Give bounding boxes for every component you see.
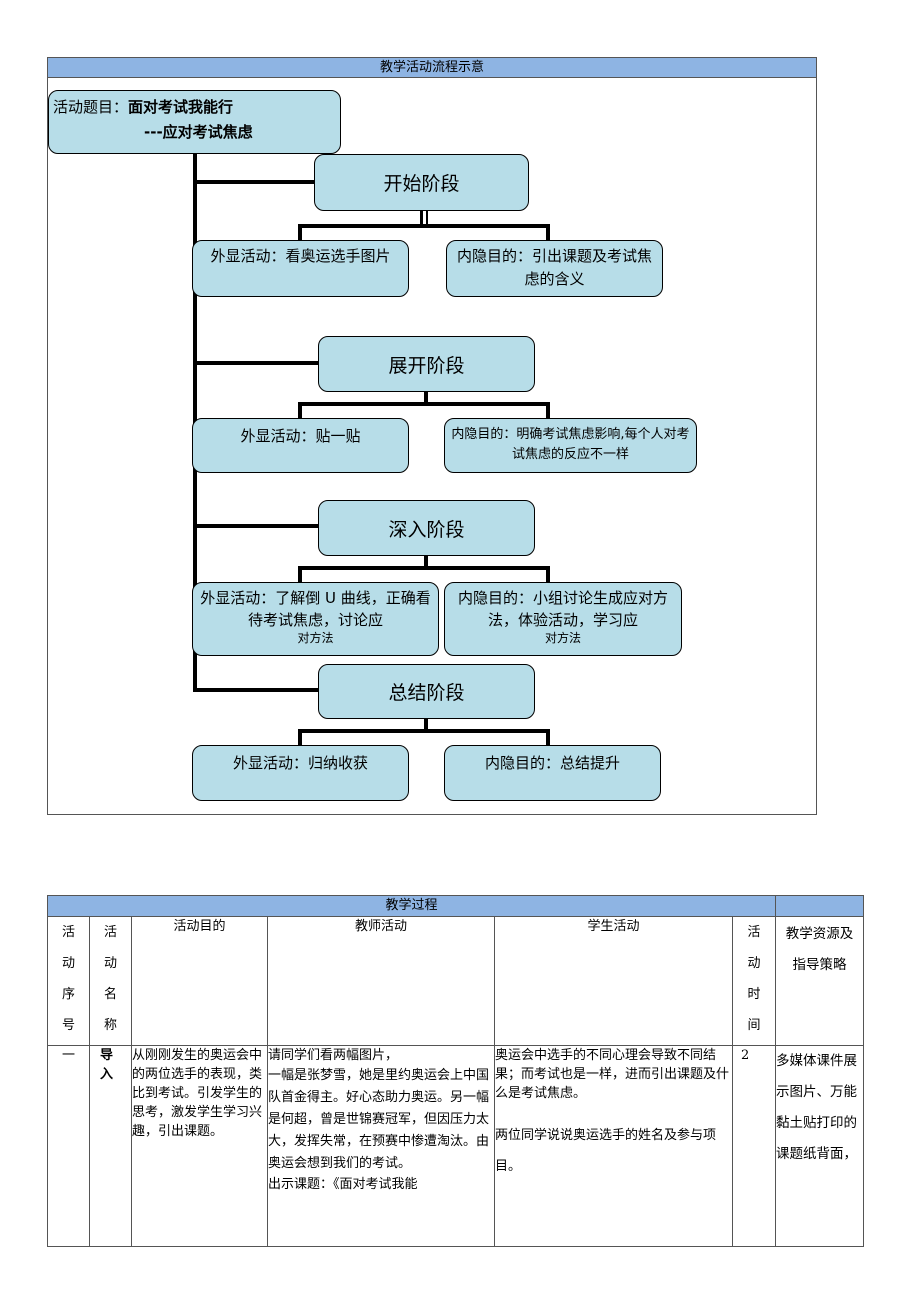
connector xyxy=(298,224,550,228)
col-resource: 教学资源及指导策略 xyxy=(775,916,865,1046)
stage-summary-activity: 外显活动：归纳收获 xyxy=(232,754,368,772)
col-teacher-label: 教师活动 xyxy=(354,919,407,934)
connector xyxy=(546,402,550,419)
teaching-process-table: 教学过程 活 动 序 号 活 动 名 称 活动目的 教师活动 学生活动 活 动 … xyxy=(46,895,865,1247)
col-seq-char: 活 xyxy=(61,925,75,940)
teacher-line-2: 一幅是张梦雪，她是里约奥运会上中国队首金得主。好心态助力奥运。另一幅是何超，曾是… xyxy=(268,1068,490,1171)
row-goal: 从刚刚发生的奥运会中的两位选手的表现，类比到考试。引发学生的思考，激发学生学习兴… xyxy=(131,1045,268,1247)
col-name: 活 动 名 称 xyxy=(89,916,132,1046)
connector xyxy=(298,224,302,241)
teacher-line-3: 出示课题：《面对考试我能 xyxy=(268,1177,418,1192)
teacher-line-1: 请同学们看两幅图片， xyxy=(268,1048,399,1063)
col-seq: 活 动 序 号 xyxy=(47,916,90,1046)
col-seq-char: 号 xyxy=(61,1018,75,1033)
flow-chart-frame: 教学活动流程示意 xyxy=(47,57,817,815)
row-name: 导入 xyxy=(89,1045,132,1247)
row-student: 奥运会中选手的不同心理会导致不同结果；而考试也是一样，进而引出课题及什么是考试焦… xyxy=(494,1045,733,1247)
stage-start-activity-box: 外显活动：看奥运选手图片 xyxy=(192,240,409,297)
stage-deepen-label: 深入阶段 xyxy=(388,518,465,541)
col-time: 活 动 时 间 xyxy=(731,916,777,1046)
student-line-2: 两位同学说说奥运选手的姓名及参与项目。 xyxy=(495,1128,717,1174)
col-seq-char: 序 xyxy=(61,987,75,1002)
row-time: 2 xyxy=(731,1045,777,1247)
title-label: 活动题目： xyxy=(53,98,129,116)
stage-expand-purpose-box: 内隐目的：明确考试焦虑影响,每个人对考试焦虑的反应不一样 xyxy=(444,418,697,473)
connector xyxy=(546,566,550,583)
col-student: 学生活动 xyxy=(494,916,733,1046)
table-row: 一 导入 从刚刚发生的奥运会中的两位选手的表现，类比到考试。引发学生的思考，激发… xyxy=(47,1045,865,1247)
stage-deepen-purpose-box: 内隐目的：小组讨论生成应对方法，体验活动，学习应 对方法 xyxy=(444,582,682,656)
connector xyxy=(298,402,550,406)
col-teacher: 教师活动 xyxy=(267,916,495,1046)
stage-summary-label: 总结阶段 xyxy=(388,682,465,704)
col-name-char: 名 xyxy=(103,987,117,1002)
title-main: 面对考试我能行 xyxy=(128,98,234,116)
row-teacher: 请同学们看两幅图片， 一幅是张梦雪，她是里约奥运会上中国队首金得主。好心态助力奥… xyxy=(267,1045,495,1247)
connector xyxy=(298,566,550,570)
stage-deepen-activity: 外显活动：了解倒 U 曲线，正确看待考试焦虑，讨论应 xyxy=(200,589,431,629)
connector xyxy=(298,729,302,746)
stage-summary-purpose-box: 内隐目的：总结提升 xyxy=(444,745,661,801)
connector xyxy=(298,402,302,419)
stage-summary-box: 总结阶段 xyxy=(318,664,535,719)
row-resource: 多媒体课件展示图片、万能黏土贴打印的课题纸背面， xyxy=(775,1045,865,1247)
table-header-blank xyxy=(775,895,865,917)
col-goal-label: 活动目的 xyxy=(173,919,226,934)
stage-start-box: 开始阶段 xyxy=(314,154,529,211)
activity-title-box: 活动题目：面对考试我能行 ---应对考试焦虑 xyxy=(48,90,341,154)
stage-deepen-purpose: 内隐目的：小组讨论生成应对方法，体验活动，学习应 xyxy=(457,589,668,629)
connector xyxy=(193,688,319,692)
stage-deepen-purpose-tail: 对方法 xyxy=(544,631,581,645)
stage-expand-box: 展开阶段 xyxy=(318,336,535,392)
connector xyxy=(420,210,423,226)
stage-expand-purpose: 内隐目的：明确考试焦虑影响,每个人对考试焦虑的反应不一样 xyxy=(451,427,690,462)
flow-chart-header: 教学活动流程示意 xyxy=(48,58,816,78)
stage-deepen-activity-tail: 对方法 xyxy=(297,631,334,645)
connector xyxy=(424,391,428,405)
connector xyxy=(298,566,302,583)
connector xyxy=(193,361,319,365)
connector xyxy=(193,180,315,184)
table-header: 教学过程 xyxy=(46,895,777,917)
col-name-char: 活 xyxy=(103,925,117,940)
col-time-char: 活 xyxy=(747,925,761,940)
col-resource-label: 教学资源及指导策略 xyxy=(785,926,854,973)
stage-summary-purpose: 内隐目的：总结提升 xyxy=(484,754,620,772)
stage-expand-activity: 外显活动：贴一贴 xyxy=(240,427,361,445)
stage-start-purpose-box: 内隐目的：引出课题及考试焦虑的含义 xyxy=(446,240,663,297)
col-goal: 活动目的 xyxy=(131,916,268,1046)
stage-summary-activity-box: 外显活动：归纳收获 xyxy=(192,745,409,801)
connector xyxy=(546,729,550,746)
col-time-char: 时 xyxy=(747,987,761,1002)
connector xyxy=(424,555,428,569)
stage-expand-label: 展开阶段 xyxy=(388,354,465,377)
col-name-char: 称 xyxy=(103,1018,117,1033)
col-time-char: 间 xyxy=(747,1018,761,1033)
col-name-char: 动 xyxy=(103,956,117,971)
col-time-char: 动 xyxy=(747,956,761,971)
student-line-1: 奥运会中选手的不同心理会导致不同结果；而考试也是一样，进而引出课题及什么是考试焦… xyxy=(495,1048,730,1101)
title-sub: ---应对考试焦虑 xyxy=(144,123,253,141)
connector xyxy=(546,224,550,241)
connector xyxy=(298,729,550,733)
col-seq-char: 动 xyxy=(61,956,75,971)
stage-deepen-box: 深入阶段 xyxy=(318,500,535,556)
stage-start-label: 开始阶段 xyxy=(383,173,460,195)
stage-deepen-activity-box: 外显活动：了解倒 U 曲线，正确看待考试焦虑，讨论应 对方法 xyxy=(192,582,439,656)
stage-start-purpose: 内隐目的：引出课题及考试焦虑的含义 xyxy=(456,247,652,288)
stage-start-activity: 外显活动：看奥运选手图片 xyxy=(210,247,391,265)
connector xyxy=(424,718,428,732)
stage-expand-activity-box: 外显活动：贴一贴 xyxy=(192,418,409,473)
row-seq: 一 xyxy=(47,1045,90,1247)
connector xyxy=(193,524,319,528)
connector xyxy=(426,210,428,226)
col-student-label: 学生活动 xyxy=(587,919,640,934)
